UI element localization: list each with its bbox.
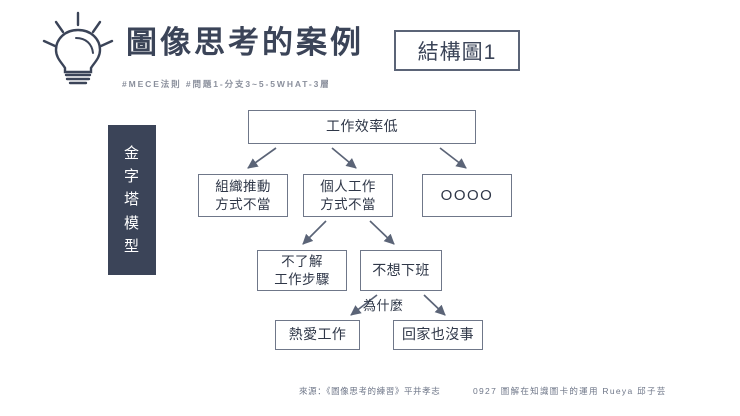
edge-label-why: 為什麼 xyxy=(363,298,404,313)
page-title: 圖像思考的案例 xyxy=(126,25,364,60)
pyramid-label-char-1: 字 xyxy=(123,168,140,186)
node-personal-work-line1: 個人工作 xyxy=(320,179,376,195)
structure-badge: 結構圖1 xyxy=(394,30,520,71)
node-love-work-text: 熱愛工作 xyxy=(288,326,347,343)
node-organization: 組織推動 方式不當 xyxy=(198,174,288,217)
node-root-text: 工作效率低 xyxy=(326,118,398,135)
pyramid-label-char-0: 金 xyxy=(123,144,140,162)
node-unclear-steps-line1: 不了解 xyxy=(281,254,323,270)
node-love-work: 熱愛工作 xyxy=(275,320,360,350)
node-nothing-at-home: 回家也沒事 xyxy=(393,320,483,350)
page-subtitle-tags: #MECE法則 #問題1-分支3~5-5WHAT-3層 xyxy=(122,79,331,89)
node-root: 工作效率低 xyxy=(248,110,476,144)
node-placeholder-text: OOOO xyxy=(440,186,494,204)
node-personal-work: 個人工作 方式不當 xyxy=(303,174,393,217)
node-placeholder: OOOO xyxy=(422,174,512,217)
lightbulb-icon xyxy=(36,8,120,88)
node-no-leave: 不想下班 xyxy=(360,250,442,291)
node-unclear-steps: 不了解 工作步驟 xyxy=(257,250,347,291)
node-organization-line1: 組織推動 xyxy=(215,179,271,195)
footer-credit: 0927 圖解在知識圖卡的運用 Rueya 邱子芸 xyxy=(473,386,667,396)
pyramid-model-label: 金 字 塔 模 型 xyxy=(108,125,156,275)
node-no-leave-text: 不想下班 xyxy=(372,261,430,278)
node-personal-work-line2: 方式不當 xyxy=(320,196,376,212)
pyramid-label-char-3: 模 xyxy=(123,214,140,232)
pyramid-label-char-2: 塔 xyxy=(123,191,140,209)
pyramid-label-char-4: 型 xyxy=(123,237,140,255)
node-nothing-at-home-text: 回家也沒事 xyxy=(402,326,474,343)
node-organization-line2: 方式不當 xyxy=(215,196,271,212)
node-unclear-steps-line2: 工作步驟 xyxy=(274,271,330,287)
footer-source: 來源：《圖像思考的練習》平井孝志 xyxy=(299,386,441,396)
